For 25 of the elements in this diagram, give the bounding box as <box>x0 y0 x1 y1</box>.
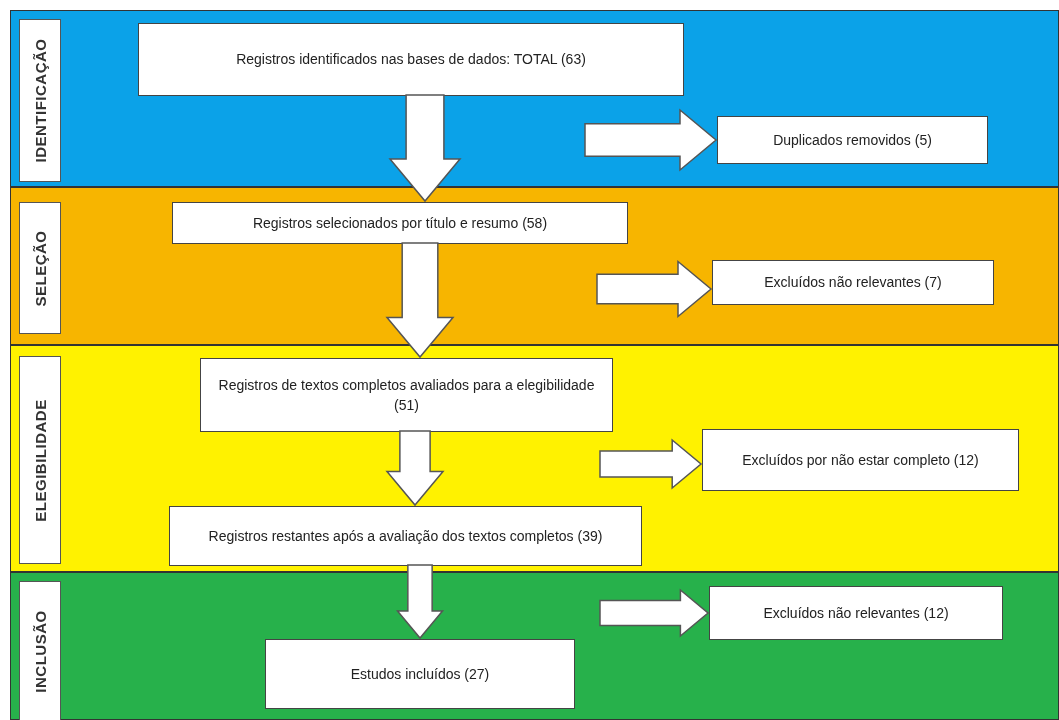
process-box: Registros restantes após a avaliação dos textos completos (39) <box>169 506 642 566</box>
phase-band <box>10 572 1059 720</box>
phase-band <box>10 10 1059 187</box>
process-box: Excluídos por não estar completo (12) <box>702 429 1019 491</box>
process-box: Registros identificados nas bases de dados: TOTAL (63) <box>138 23 684 96</box>
process-box: Registros selecionados por título e resumo (58) <box>172 202 628 244</box>
block-arrow <box>388 94 462 203</box>
block-arrow <box>599 438 703 490</box>
phase-label: INCLUSÃO <box>19 581 61 720</box>
block-arrow <box>596 259 713 319</box>
block-arrow <box>599 588 710 638</box>
block-arrow <box>385 242 455 359</box>
process-box: Estudos incluídos (27) <box>265 639 575 709</box>
phase-band <box>10 187 1059 345</box>
phase-label: ELEGIBILIDADE <box>19 356 61 564</box>
process-box: Registros de textos completos avaliados para a elegibilidade (51) <box>200 358 613 432</box>
block-arrow <box>395 564 445 640</box>
process-box: Excluídos não relevantes (7) <box>712 260 994 305</box>
process-box: Duplicados removidos (5) <box>717 116 988 164</box>
block-arrow <box>385 430 445 507</box>
phase-band <box>10 345 1059 572</box>
phase-label: IDENTIFICAÇÃO <box>19 19 61 182</box>
process-box: Excluídos não relevantes (12) <box>709 586 1003 640</box>
phase-label: SELEÇÃO <box>19 202 61 334</box>
block-arrow <box>584 108 718 172</box>
